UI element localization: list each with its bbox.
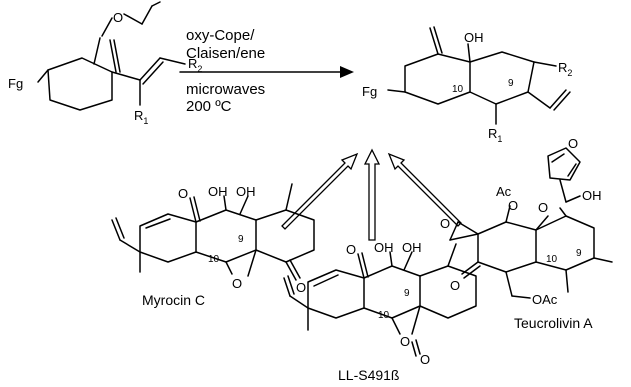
lls491-label: LL-S491ß: [338, 367, 399, 383]
lls491-pos9: 9: [404, 288, 410, 299]
retro-arrow-center: [363, 148, 381, 241]
myrocin-c-label: Myrocin C: [142, 292, 205, 308]
product-pos9: 9: [508, 78, 514, 89]
product-pos10: 10: [452, 84, 464, 95]
product-fg-label: Fg: [362, 84, 377, 99]
condition-line-2: Claisen/ene: [186, 45, 265, 62]
product-r1: R1: [488, 126, 502, 144]
product-structure: Fg OH 10 9 R2 R1: [362, 26, 572, 144]
teuc-o-ac: O: [508, 198, 518, 213]
product-oh: OH: [464, 30, 484, 45]
condition-line-4: 200 ºC: [186, 98, 232, 115]
myrocin-o-carbonyl: O: [178, 186, 188, 201]
reactant-r1: R1: [134, 108, 148, 126]
teuc-pos9: 9: [576, 248, 582, 259]
target-teucrolivin-a: O O OH Ac O O O OAc 10 9 Teucrolivin A: [440, 136, 613, 331]
teuc-o-ketone: O: [450, 278, 460, 293]
teucrolivin-a-label: Teucrolivin A: [514, 315, 593, 331]
teuc-oh: OH: [582, 188, 602, 203]
target-myrocin-c: O OH OH O O 10 9 Myrocin C: [111, 183, 315, 308]
teuc-oac: OAc: [532, 292, 558, 307]
condition-line-3: microwaves: [186, 81, 265, 98]
lls491-o-lactone: O: [400, 334, 410, 349]
teuc-o-furan: O: [568, 136, 578, 151]
retro-arrow-right: [387, 152, 462, 227]
teuc-o-ring: O: [538, 200, 548, 215]
lls491-oh-2: OH: [402, 240, 422, 255]
teuc-o-epox: O: [440, 216, 450, 231]
reactant-structure: Fg O R2 R1: [8, 1, 202, 126]
lls491-oh-1: OH: [374, 240, 394, 255]
myrocin-o-ring: O: [232, 276, 242, 291]
myrocin-o-ketone: O: [296, 280, 306, 295]
reactant-r2: R2: [188, 56, 202, 74]
reactant-fg-label: Fg: [8, 76, 23, 91]
lls491-o-exo: O: [420, 352, 430, 367]
reaction-arrow: oxy-Cope/ Claisen/ene microwaves 200 ºC: [179, 27, 354, 115]
product-r2: R2: [558, 60, 572, 78]
teuc-ac: Ac: [496, 184, 512, 199]
condition-line-1: oxy-Cope/: [186, 27, 255, 44]
target-ll-s491b: O OH OH O O 10 9 LL-S491ß: [283, 240, 477, 383]
myrocin-pos10: 10: [208, 254, 220, 265]
retro-arrow-left: [281, 152, 359, 230]
lls491-pos10: 10: [378, 310, 390, 321]
reactant-oxygen: O: [113, 10, 123, 25]
myrocin-oh-1: OH: [208, 184, 228, 199]
lls491-o-carbonyl: O: [346, 242, 356, 257]
myrocin-pos9: 9: [238, 234, 244, 245]
retrosynthesis-arrows: [281, 148, 462, 241]
myrocin-oh-2: OH: [236, 184, 256, 199]
teuc-pos10: 10: [546, 254, 558, 265]
